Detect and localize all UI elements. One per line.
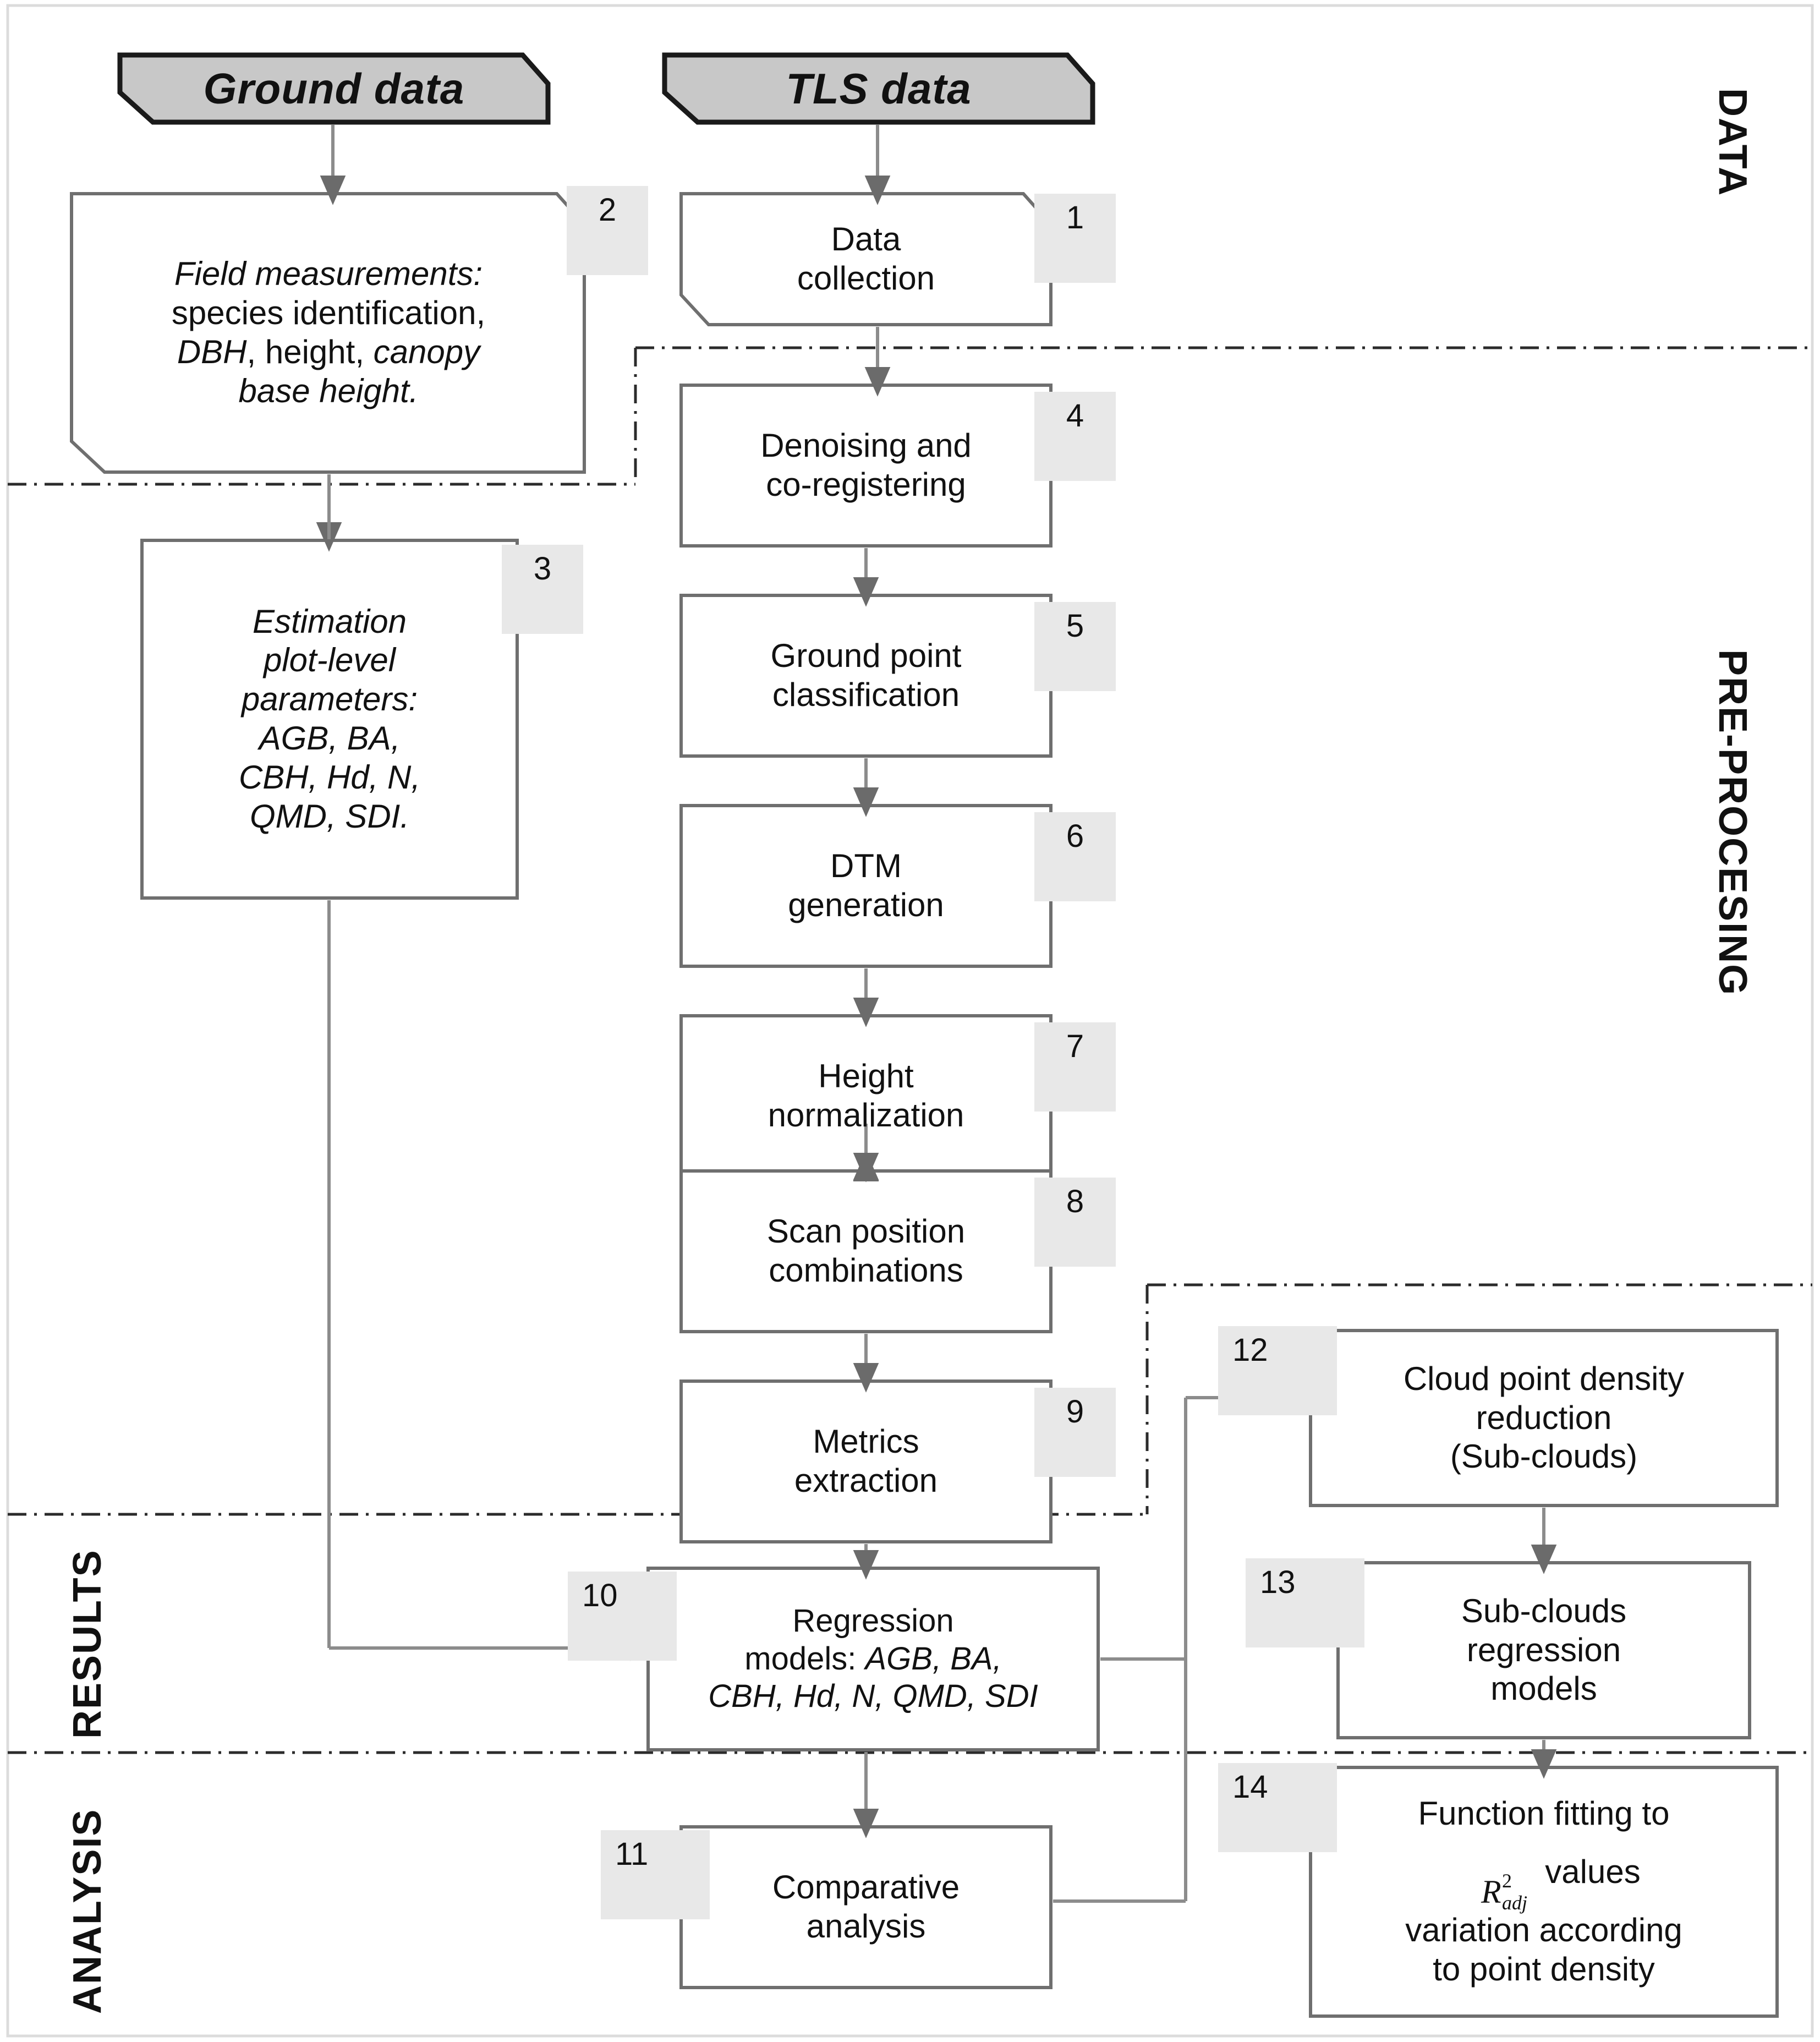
box-shape-regression-models[interactable] — [646, 1567, 1100, 1751]
number-tag-5: 5 — [1034, 602, 1116, 691]
box-shape-comparative-analysis[interactable] — [679, 1825, 1052, 1989]
box-shape-metrics-extraction[interactable] — [679, 1379, 1052, 1543]
number-tag-12: 12 — [1218, 1326, 1337, 1415]
box-shape-sub-clouds-regression-models[interactable] — [1336, 1561, 1751, 1739]
number-tag-9: 9 — [1034, 1388, 1116, 1477]
box-shape-scan-position-combinations[interactable] — [679, 1169, 1052, 1333]
box-shape-denoising-coregistering[interactable] — [679, 384, 1052, 548]
number-tag-4: 4 — [1034, 392, 1116, 481]
band-label-pre-procesing: PRE-PROCESING — [1711, 649, 1755, 997]
number-tag-1: 1 — [1034, 194, 1116, 283]
box-shape-data-collection[interactable] — [679, 192, 1052, 326]
page-border — [6, 4, 1814, 2038]
number-tag-3: 3 — [502, 545, 583, 634]
number-tag-11: 11 — [601, 1830, 710, 1919]
box-shape-field-measurements[interactable] — [70, 192, 586, 474]
number-tag-10: 10 — [568, 1572, 677, 1661]
number-tag-7: 7 — [1034, 1022, 1116, 1112]
header-shape-ground-data — [117, 52, 551, 125]
box-shape-ground-point-classification[interactable] — [679, 594, 1052, 758]
number-tag-14: 14 — [1218, 1763, 1337, 1852]
number-tag-6: 6 — [1034, 812, 1116, 901]
box-shape-cloud-point-density-reduction[interactable] — [1309, 1329, 1779, 1507]
number-tag-13: 13 — [1246, 1558, 1364, 1647]
box-shape-estimation-plot-level[interactable] — [140, 539, 519, 900]
header-shape-tls-data — [662, 52, 1095, 125]
number-tag-2: 2 — [567, 186, 648, 275]
band-label-analysis: ANALYSIS — [65, 1808, 109, 2014]
band-label-results: RESULTS — [65, 1549, 109, 1739]
band-label-data: DATA — [1711, 88, 1755, 197]
box-shape-dtm-generation[interactable] — [679, 804, 1052, 968]
box-shape-function-fitting[interactable] — [1309, 1766, 1779, 2018]
number-tag-8: 8 — [1034, 1178, 1116, 1267]
